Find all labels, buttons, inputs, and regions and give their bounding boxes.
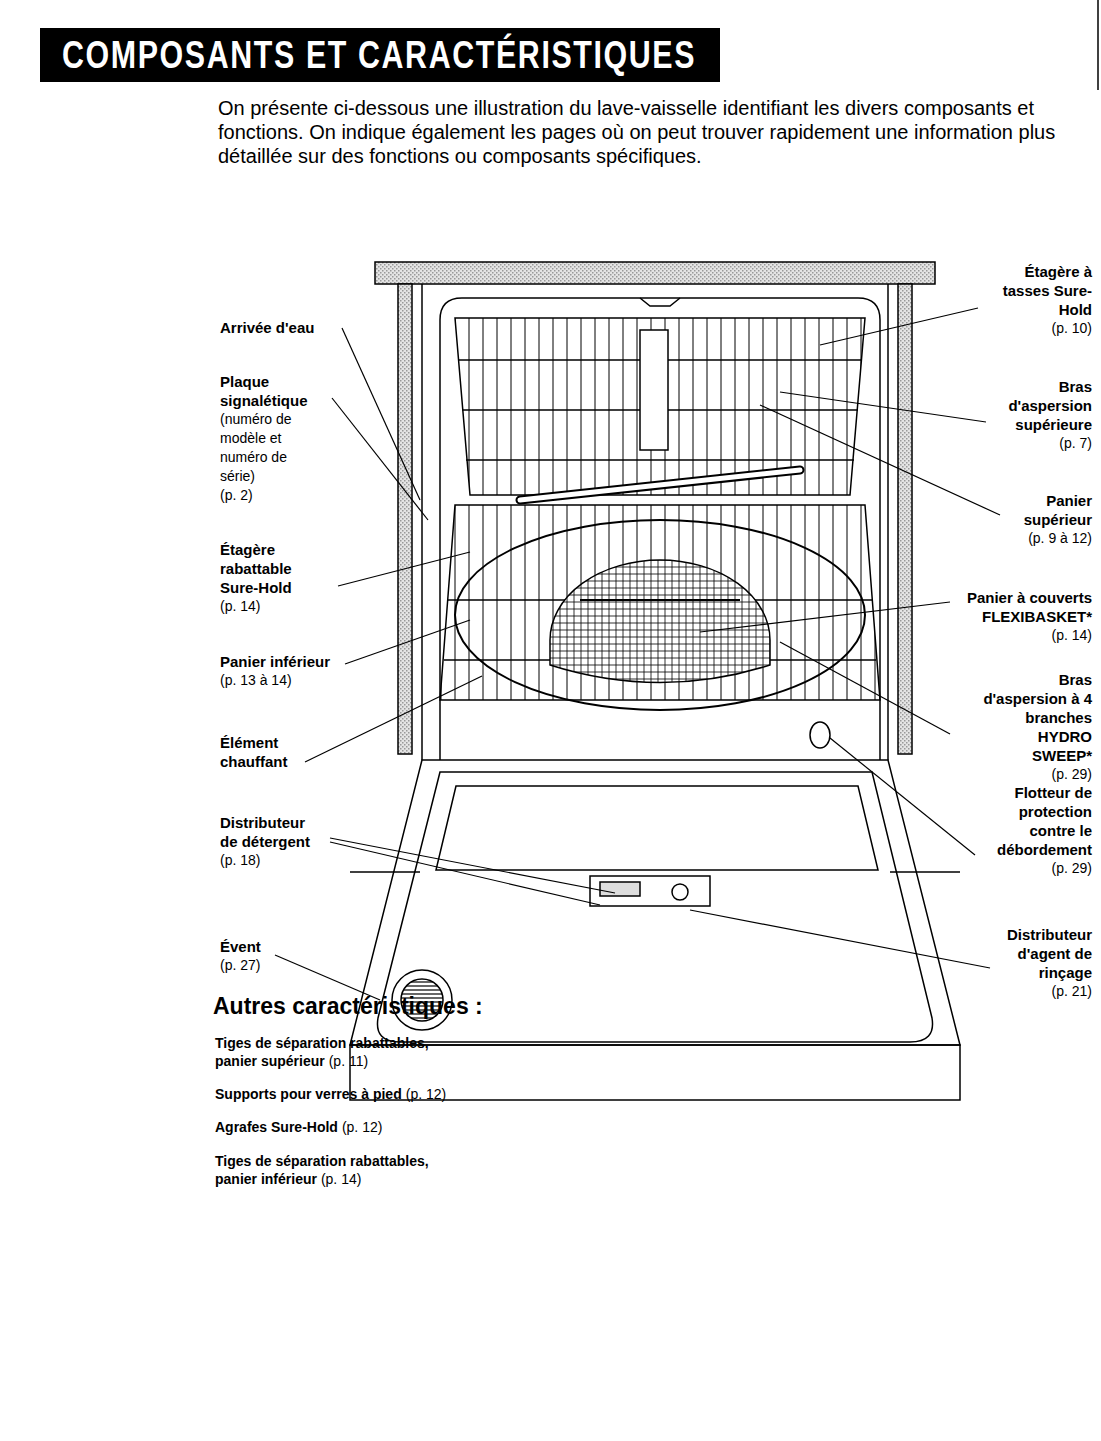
page-reference: (p. 12) xyxy=(406,1086,446,1102)
leader-line xyxy=(700,602,950,632)
tub-notch xyxy=(640,298,680,306)
callout-group: Distributeur de détergent(p. 18) xyxy=(220,813,325,870)
page-reference: (p. 18) xyxy=(220,851,325,870)
page-reference: (p. 11) xyxy=(329,1053,368,1069)
part-label: Tiges de séparation rabattables, panier … xyxy=(215,1035,429,1069)
leader-line xyxy=(820,308,978,345)
callout-group: Supports pour verres à pied(p. 12) xyxy=(215,1085,615,1103)
page-reference: (p. 14) xyxy=(220,597,310,616)
page-reference: (p. 14) xyxy=(942,626,1092,645)
title-bar: COMPOSANTS ET CARACTÉRISTIQUES xyxy=(40,28,720,82)
part-label: Panier supérieur xyxy=(1002,491,1092,529)
callout-group: Bras d'aspersion à 4 branches HYDRO SWEE… xyxy=(980,670,1092,784)
page-reference: (p. 27) xyxy=(220,956,300,975)
leader-line xyxy=(690,910,990,968)
page-reference: (numéro de modèle et numéro de série) xyxy=(220,410,308,486)
callout-group: Distributeur d'agent de rinçage(p. 21) xyxy=(997,925,1092,1001)
part-label: Distributeur de détergent xyxy=(220,813,325,851)
callout-group: Tiges de séparation rabattables, panier … xyxy=(215,1152,465,1188)
part-label: Supports pour verres à pied xyxy=(215,1086,402,1102)
side-panel xyxy=(898,284,912,754)
callout-group: Plaque signalétique(numéro de modèle et … xyxy=(220,372,330,505)
callout-group: Autres caractéristiques : xyxy=(213,992,633,1020)
part-label: Distributeur d'agent de rinçage xyxy=(997,925,1092,982)
leader-line xyxy=(305,676,482,762)
page-reference: (p. 7) xyxy=(992,434,1092,453)
callout-group: Panier inférieur(p. 13 à 14) xyxy=(220,652,360,690)
callout-group: Tiges de séparation rabattables, panier … xyxy=(215,1034,465,1070)
leader-line xyxy=(330,842,600,905)
page-title: COMPOSANTS ET CARACTÉRISTIQUES xyxy=(62,34,696,77)
part-label: Agrafes Sure-Hold xyxy=(215,1119,338,1135)
countertop-band xyxy=(375,262,935,284)
leader-line xyxy=(345,620,470,664)
detergent-dispenser xyxy=(590,876,710,906)
upper-spray-arm-inner xyxy=(520,470,800,500)
part-label: Étagère à tasses Sure-Hold xyxy=(1002,262,1092,319)
callout-group: Agrafes Sure-Hold(p. 12) xyxy=(215,1118,615,1136)
page-reference: (p. 2) xyxy=(220,486,330,505)
leader-line xyxy=(780,392,986,422)
page-reference: (p. 14) xyxy=(321,1171,361,1187)
callout-group: Panier supérieur(p. 9 à 12) xyxy=(1002,491,1092,548)
tub-liner xyxy=(440,298,880,760)
lower-spray-arm xyxy=(455,520,865,710)
part-label: Étagère rabattable Sure-Hold xyxy=(220,540,310,597)
tub-wall xyxy=(887,284,889,760)
page-reference: (p. 12) xyxy=(342,1119,382,1135)
callout-group: On présente ci-dessous une illustration … xyxy=(218,96,1098,168)
page-reference: (p. 29) xyxy=(987,859,1092,878)
callout-group: Élément chauffant xyxy=(220,733,305,771)
center-column xyxy=(640,330,668,450)
rack-rail xyxy=(466,459,854,461)
callout-group: Flotteur de protection contre le déborde… xyxy=(987,783,1092,878)
cutlery-basket xyxy=(550,560,770,683)
door-panel xyxy=(436,786,878,870)
part-label: Flotteur de protection contre le déborde… xyxy=(987,783,1092,859)
dispenser-lid xyxy=(600,882,640,896)
counter-edge xyxy=(350,871,420,873)
part-label: Bras d'aspersion supérieure xyxy=(992,377,1092,434)
page-edge-line xyxy=(1097,0,1099,90)
part-label: Élément chauffant xyxy=(220,733,305,771)
tub-wall xyxy=(421,284,423,760)
callout-group: Évent(p. 27) xyxy=(220,937,300,975)
page-reference: (p. 13 à 14) xyxy=(220,671,360,690)
part-label: Évent xyxy=(220,937,300,956)
upper-spray-arm xyxy=(520,470,800,500)
part-label: Panier à couverts FLEXIBASKET* xyxy=(942,588,1092,626)
callout-group: Étagère rabattable Sure-Hold(p. 14) xyxy=(220,540,310,616)
leader-line xyxy=(760,405,1000,515)
part-label: Bras d'aspersion à 4 branches HYDRO SWEE… xyxy=(980,670,1092,765)
page-reference: (p. 10) xyxy=(1002,319,1092,338)
part-label: Plaque signalétique xyxy=(220,372,330,410)
side-panel xyxy=(398,284,412,754)
callout-group: Panier à couverts FLEXIBASKET*(p. 14) xyxy=(942,588,1092,645)
page-reference: (p. 21) xyxy=(997,982,1092,1001)
section-heading: Autres caractéristiques : xyxy=(213,992,633,1020)
counter-edge xyxy=(890,871,960,873)
rack-rail xyxy=(448,599,872,601)
callout-group: Étagère à tasses Sure-Hold(p. 10) xyxy=(1002,262,1092,338)
lower-rack xyxy=(440,505,880,700)
callout-group: Arrivée d'eau xyxy=(220,318,350,337)
overflow-float xyxy=(810,722,830,748)
leader-line xyxy=(338,552,470,586)
part-label: Arrivée d'eau xyxy=(220,318,350,337)
leader-line xyxy=(342,328,420,500)
leader-line xyxy=(830,738,975,855)
leader-line xyxy=(330,838,615,893)
page-reference: (p. 9 à 12) xyxy=(1002,529,1092,548)
page-reference: (p. 29) xyxy=(980,765,1092,784)
rinse-aid-cap xyxy=(672,884,688,900)
callout-group: Bras d'aspersion supérieure(p. 7) xyxy=(992,377,1092,453)
intro-text: On présente ci-dessous une illustration … xyxy=(218,96,1098,168)
part-label: Panier inférieur xyxy=(220,652,360,671)
basket-rim xyxy=(580,599,740,601)
leader-line xyxy=(332,398,428,520)
leader-line xyxy=(780,642,950,734)
